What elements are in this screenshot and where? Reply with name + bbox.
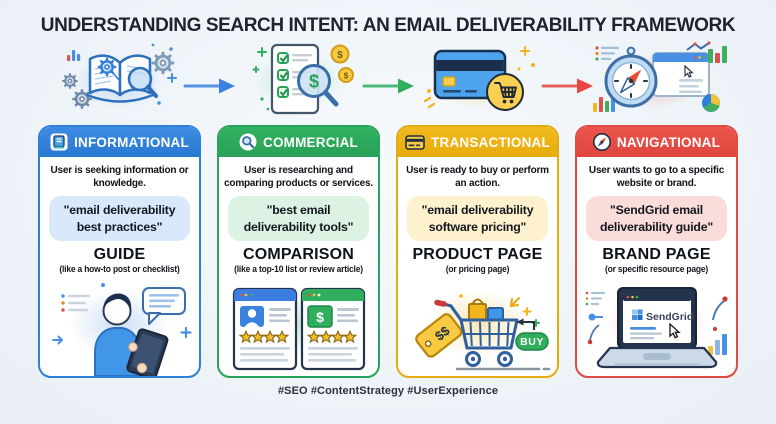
content-type-note: (or specific resource page)	[604, 263, 709, 274]
credit-card-cart-illustration	[423, 46, 535, 111]
sendgrid-logo: SendGrid	[631, 309, 693, 323]
price-result-card: $	[300, 287, 365, 371]
content-type-label: GUIDE	[93, 245, 146, 263]
content-type-label: BRAND PAGE	[602, 245, 711, 263]
content-type-note: (like a how-to post or checklist)	[59, 263, 180, 274]
card-title: COMMERCIAL	[263, 134, 358, 150]
intent-description: User wants to go to a specific website o…	[588, 165, 725, 190]
svg-text:$: $	[316, 309, 324, 325]
book-icon	[50, 133, 68, 151]
illustration-area: $	[219, 274, 378, 376]
card-navigational-header: NAVIGATIONAL	[577, 127, 736, 157]
comparison-browser-cards-illustration: $	[232, 287, 365, 371]
price-tag: $$	[414, 313, 462, 358]
svg-text:BUY: BUY	[520, 336, 544, 348]
shopping-cart-buy-illustration: $$	[414, 294, 550, 371]
intent-cards-row: INFORMATIONAL User is seeking informatio…	[38, 125, 738, 378]
checklist-price-magnifier-illustration: $ $ $	[252, 43, 354, 115]
flow-arrow-right-icon	[183, 78, 235, 94]
laptop-sendgrid-illustration: SendGrid	[585, 287, 728, 369]
hashtags-footer: #SEO #ContentStrategy #UserExperience	[277, 385, 499, 397]
card-title: NAVIGATIONAL	[616, 134, 721, 150]
card-commercial: COMMERCIAL User is researching and compa…	[217, 125, 380, 378]
example-search-query: "email deliverability software pricing"	[407, 196, 548, 241]
navigational-icon-cell	[575, 40, 738, 122]
profile-result-card	[232, 287, 297, 371]
svg-text:SendGrid: SendGrid	[646, 311, 693, 323]
card-transactional-header: TRANSACTIONAL	[398, 127, 557, 157]
intent-description: User is ready to buy or perform an actio…	[406, 165, 549, 190]
person-reading-tablet-illustration	[51, 283, 192, 376]
example-search-query: "email deliverability best practices"	[49, 196, 190, 241]
top-icons-row: $ $ $	[38, 40, 738, 122]
intent-description: User is researching and comparing produc…	[224, 165, 373, 190]
informational-icon-cell	[38, 40, 201, 122]
svg-text:$: $	[343, 71, 348, 81]
example-search-query: "best email deliverability tools"	[228, 196, 369, 241]
content-type-label: PRODUCT PAGE	[412, 245, 543, 263]
book-gears-magnifier-illustration	[61, 43, 177, 109]
infographic-canvas: UNDERSTANDING SEARCH INTENT: AN EMAIL DE…	[38, 15, 738, 397]
illustration-area	[40, 274, 199, 376]
compass-browser-charts-illustration	[592, 41, 727, 112]
card-navigational: NAVIGATIONAL User wants to go to a speci…	[575, 125, 738, 378]
page-title: UNDERSTANDING SEARCH INTENT: AN EMAIL DE…	[40, 15, 736, 36]
transactional-icon-cell	[396, 40, 559, 122]
illustration-area: SendGrid	[577, 274, 736, 376]
card-transactional: TRANSACTIONAL User is ready to buy or pe…	[396, 125, 559, 378]
commercial-icon-cell: $ $ $	[217, 40, 380, 122]
card-commercial-header: COMMERCIAL	[219, 127, 378, 157]
credit-card-icon	[405, 134, 425, 150]
compass-icon	[592, 133, 611, 151]
flow-arrow-right-icon	[541, 78, 593, 94]
intent-description: User is seeking information or knowledge…	[50, 165, 189, 190]
content-type-label: COMPARISON	[242, 245, 355, 263]
content-type-note: (or pricing page)	[445, 263, 510, 274]
magnifier-icon	[239, 133, 257, 151]
example-search-query: "SendGrid email deliverability guide"	[586, 196, 727, 241]
card-informational-header: INFORMATIONAL	[40, 127, 199, 157]
illustration-area: $$	[398, 274, 557, 376]
card-title: INFORMATIONAL	[74, 134, 189, 150]
card-title: TRANSACTIONAL	[431, 134, 550, 150]
svg-text:$: $	[337, 50, 343, 61]
framework-board: $ $ $	[38, 40, 738, 378]
card-informational: INFORMATIONAL User is seeking informatio…	[38, 125, 201, 378]
buy-button: BUY	[514, 332, 549, 351]
content-type-note: (like a top-10 list or review article)	[234, 263, 363, 274]
svg-text:$: $	[308, 72, 318, 92]
flow-arrow-right-icon	[362, 78, 414, 94]
